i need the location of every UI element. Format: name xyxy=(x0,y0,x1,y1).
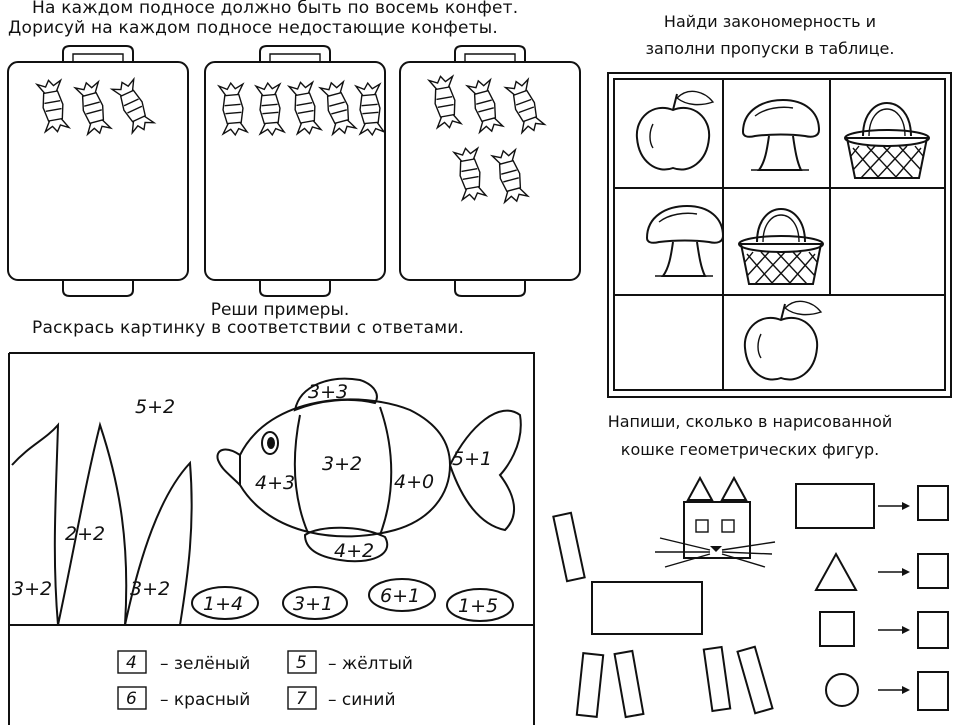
cat-ear-left xyxy=(686,475,714,501)
color-picture: 5+2 3+3 4+3 3+2 4+0 5+1 4+2 2+2 3+2 3+2 … xyxy=(8,352,535,725)
stone-3 xyxy=(368,578,436,612)
label-leaf-right: 3+2 xyxy=(130,578,170,600)
fish-eye xyxy=(261,431,279,455)
label-body-left: 4+3 xyxy=(255,472,295,494)
label-body-mid: 3+2 xyxy=(322,453,362,475)
answer-box-rectangle[interactable] xyxy=(917,485,949,521)
cell-basket-2 xyxy=(738,208,824,285)
cat-tail xyxy=(552,511,586,583)
label-fin-top: 3+3 xyxy=(308,381,348,403)
fish-mouth xyxy=(216,448,241,486)
answer-box-circle[interactable] xyxy=(917,671,949,711)
label-stone-2: 3+1 xyxy=(293,593,333,615)
candy-trays xyxy=(7,45,581,297)
cat-leg-2 xyxy=(613,649,645,719)
answer-box-triangle[interactable] xyxy=(917,553,949,589)
svg-text:5: 5 xyxy=(296,653,307,673)
cat-ear-right xyxy=(720,475,748,501)
pattern-task-title-line1: Найди закономерность и xyxy=(663,12,877,31)
svg-text:4: 4 xyxy=(126,653,137,673)
cell-mushroom-1 xyxy=(742,99,820,171)
tray-1 xyxy=(7,45,189,297)
label-body-right: 4+0 xyxy=(394,471,434,493)
cat-body xyxy=(591,581,703,635)
cat-head xyxy=(683,501,751,559)
legend-item-red: 6 – красный xyxy=(117,686,250,710)
stone-4 xyxy=(446,588,514,622)
cat-task-title-line2: кошке геометрических фигур. xyxy=(620,440,880,459)
label-fin-bottom: 4+2 xyxy=(334,540,374,562)
svg-text:– зелёный: – зелёный xyxy=(160,654,250,674)
fish-fin-bottom xyxy=(303,526,389,563)
label-stone-4: 1+5 xyxy=(458,595,498,617)
label-stone-3: 6+1 xyxy=(380,585,420,607)
tray-2 xyxy=(204,45,386,297)
label-leaf-mid: 2+2 xyxy=(65,523,105,545)
stone-1 xyxy=(191,586,259,620)
label-sky: 5+2 xyxy=(135,396,175,418)
cat-leg-1 xyxy=(575,652,605,718)
svg-text:– жёлтый: – жёлтый xyxy=(328,654,413,674)
color-task-title-line1: Реши примеры. xyxy=(210,300,350,320)
answer-box-square[interactable] xyxy=(917,611,949,649)
legend-item-blue: 7 – синий xyxy=(287,686,396,710)
stone-2 xyxy=(282,586,348,620)
fish-tail xyxy=(449,409,522,532)
svg-text:7: 7 xyxy=(296,689,307,709)
answer-triangle xyxy=(814,551,949,591)
color-task-title-line2: Раскрась картинку в соответствии с ответ… xyxy=(32,318,465,338)
cell-apple-1 xyxy=(635,90,714,171)
legend-item-green: 4 – зелёный xyxy=(117,650,250,674)
fish-fin-top xyxy=(293,377,378,412)
candy-task-title-line2: Дорисуй на каждом подносе недостающие ко… xyxy=(8,18,499,38)
cat-task-title-line1: Напиши, сколько в нарисованной xyxy=(607,412,893,431)
candy-task-title-line1: На каждом подносе должно быть по восемь … xyxy=(32,0,519,18)
svg-text:6: 6 xyxy=(126,689,137,709)
answer-rectangle xyxy=(795,483,949,529)
cell-basket-1 xyxy=(844,102,930,179)
cat-figure xyxy=(552,475,949,719)
answer-circle xyxy=(825,671,949,711)
pattern-task-title-line2: заполни пропуски в таблице. xyxy=(645,39,895,58)
answer-square xyxy=(819,611,949,649)
label-stone-1: 1+4 xyxy=(203,593,243,615)
legend-item-yellow: 5 – жёлтый xyxy=(287,650,413,674)
cat-leg-3 xyxy=(702,645,732,713)
tray-3 xyxy=(399,45,581,297)
svg-text:– синий: – синий xyxy=(328,690,396,710)
svg-text:– красный: – красный xyxy=(160,690,250,710)
label-leaf-left: 3+2 xyxy=(12,578,52,600)
cell-mushroom-2 xyxy=(646,205,724,277)
pattern-grid xyxy=(607,72,952,398)
label-tail: 5+1 xyxy=(452,448,492,470)
cat-leg-4 xyxy=(736,645,774,715)
cell-apple-2 xyxy=(743,300,822,381)
